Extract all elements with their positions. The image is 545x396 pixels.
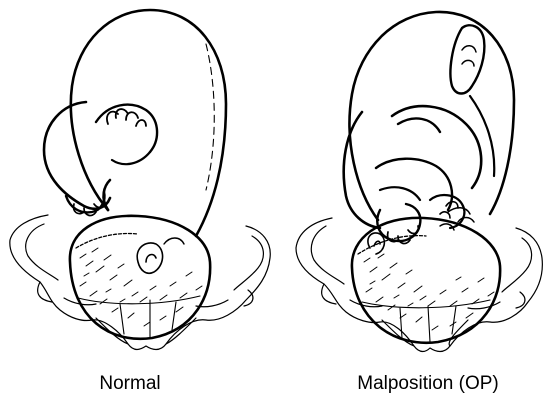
hair-left <box>80 248 202 326</box>
normal-figure <box>10 10 270 350</box>
hairline-left <box>76 234 138 248</box>
fetal-body-left <box>71 10 226 236</box>
spine-line-left <box>206 44 214 190</box>
malposition-figure <box>296 12 542 352</box>
arm-right <box>450 25 484 93</box>
caption-normal: Normal <box>60 372 200 396</box>
toes-upper-left <box>107 109 146 126</box>
pelvis-left <box>10 215 270 350</box>
fetal-legs-right <box>344 106 481 228</box>
ear-right <box>368 233 384 254</box>
ear-left <box>137 243 162 273</box>
fetal-legs-left <box>44 102 157 209</box>
pelvis-right <box>296 218 542 352</box>
fetal-body-right <box>350 12 514 220</box>
caption-malposition: Malposition (OP) <box>318 372 538 396</box>
